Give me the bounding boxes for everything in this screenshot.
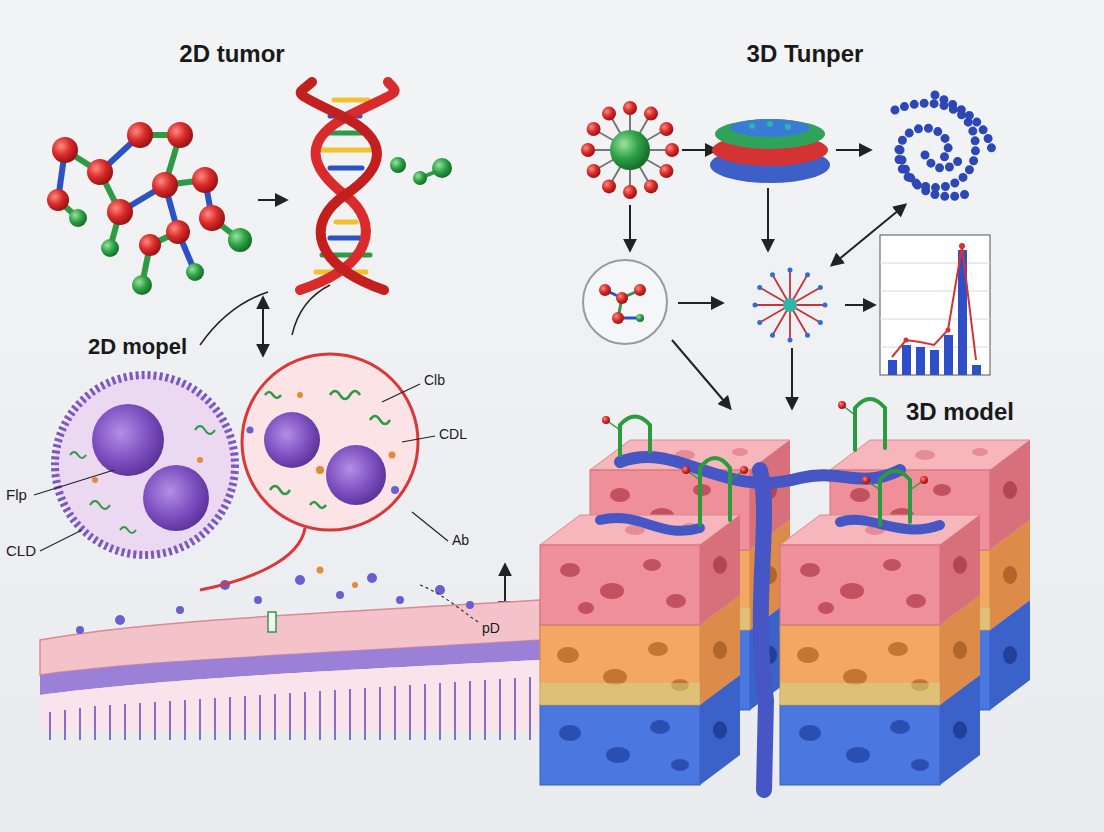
part-label: Clb [424,372,445,388]
virus-particle [581,101,679,199]
layered-disc [710,119,830,183]
micelle [753,268,828,343]
molecule-2d [47,122,252,295]
scaffold-3d [540,399,1030,790]
flow-arrow [791,348,793,408]
leader-line [34,384,448,551]
dna-helix [300,82,452,290]
flow-arrow [672,340,730,408]
part-label: Flp [6,486,27,503]
section-heading: 3D model [906,398,1014,426]
section-heading: 2D mopel [88,334,187,359]
bar-chart [880,235,990,375]
cell-2d [55,375,235,555]
part-label: CLD [6,542,36,559]
tissue-layer [40,567,540,741]
part-label: CDL [439,426,467,442]
flow-arrow [258,199,286,201]
part-label: Ab [452,532,469,548]
double-arrow [262,298,264,355]
flow-arrow [682,149,716,151]
cell-2d [200,354,418,590]
panel-title: 3D Tunper [747,40,864,68]
polymer-network [895,95,992,197]
flow-arrow [678,302,722,304]
flow-arrow [845,304,874,306]
sample-circle [583,260,667,344]
flow-arrow [767,188,769,250]
panel-title: 2D tumor [179,40,284,68]
part-label: pD [482,620,500,636]
flow-arrow [836,149,870,151]
flow-arrow [629,205,631,250]
bracket-arcs [200,285,330,345]
